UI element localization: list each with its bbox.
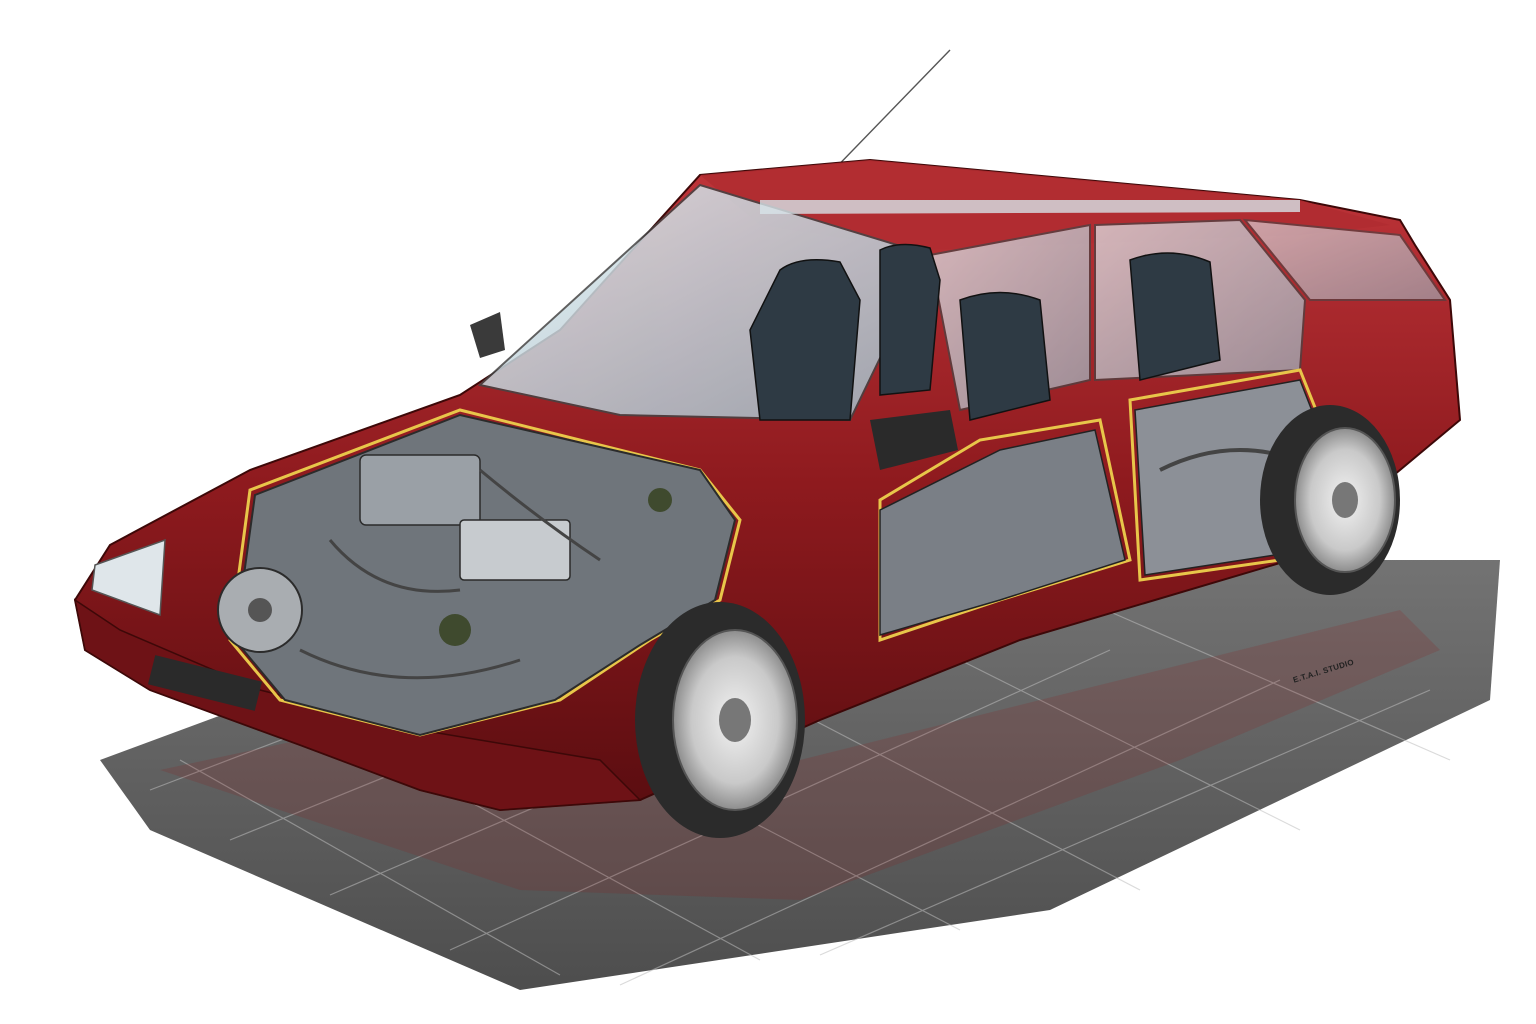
sunroof-strip xyxy=(760,200,1300,214)
rear-wheel xyxy=(1260,405,1400,595)
engine-block xyxy=(359,454,481,526)
rear-quarter-window xyxy=(1242,218,1447,301)
suspension-sphere xyxy=(439,614,471,646)
left-mirror xyxy=(470,312,505,358)
headlight xyxy=(91,538,166,617)
front-seat-driver xyxy=(749,259,861,421)
suspension-sphere-rear xyxy=(648,488,672,512)
engine-bay xyxy=(217,413,737,737)
air-filter-box xyxy=(459,519,571,581)
rear-seat-left xyxy=(959,291,1051,421)
seats xyxy=(749,243,1221,421)
right-mirror xyxy=(870,410,958,470)
front-seat-passenger xyxy=(879,243,941,396)
rear-seat-right xyxy=(1129,252,1221,381)
front-wheel xyxy=(635,602,805,838)
plate-recess xyxy=(148,655,262,711)
